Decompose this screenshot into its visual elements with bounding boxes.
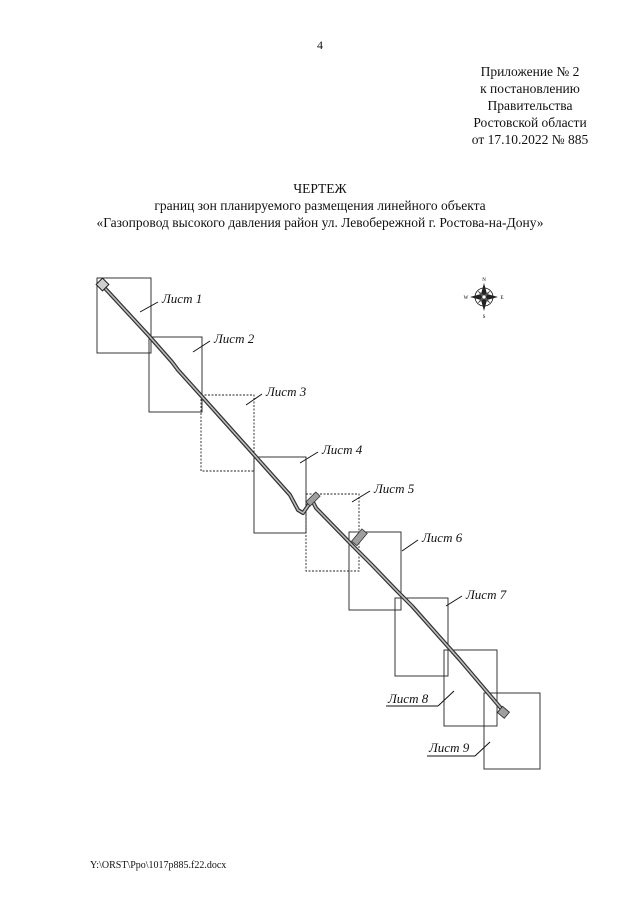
appendix-line: Правительства xyxy=(487,98,573,113)
branch-6 xyxy=(350,528,368,547)
compass-w: W xyxy=(464,296,469,301)
leader-3 xyxy=(245,393,263,406)
title-block: ЧЕРТЕЖ границ зон планируемого размещени… xyxy=(0,180,640,231)
leader-6 xyxy=(401,539,419,552)
sheet-label-2: Лист 2 xyxy=(213,331,255,346)
leader-7 xyxy=(445,595,463,607)
compass-s: S xyxy=(483,315,486,320)
sheet-frame-8 xyxy=(443,649,498,727)
compass-e: E xyxy=(500,296,503,301)
sheet-frame-9 xyxy=(483,692,541,770)
appendix-line: от 17.10.2022 № 885 xyxy=(471,132,589,147)
appendix-line: Приложение № 2 xyxy=(480,64,580,79)
sheet-frames xyxy=(96,277,541,770)
sheet-label-3: Лист 3 xyxy=(265,384,307,399)
title-heading: ЧЕРТЕЖ xyxy=(293,181,347,196)
end-marker xyxy=(496,705,510,719)
leader-8b xyxy=(437,690,455,707)
sheet-label-4: Лист 4 xyxy=(321,442,363,457)
sheet-labels: Лист 1 Лист 2 Лист 3 Лист 4 Лист 5 Лист … xyxy=(161,291,507,755)
compass-rose: N S W E xyxy=(464,278,504,320)
sheet-frame-3 xyxy=(200,394,255,472)
leader-5 xyxy=(351,490,371,503)
sheet-label-5: Лист 5 xyxy=(373,481,415,496)
leader-4 xyxy=(299,451,319,464)
start-marker xyxy=(95,277,110,292)
sheet-frame-2 xyxy=(148,336,203,413)
pipeline-route xyxy=(95,277,510,719)
sheet-label-6: Лист 6 xyxy=(421,530,463,545)
file-path-footer: Y:\ORST\Ppo\1017p885.f22.docx xyxy=(90,860,227,871)
title-line-2: «Газопровод высокого давления район ул. … xyxy=(96,215,544,230)
compass-n: N xyxy=(482,278,486,283)
sheet-label-7: Лист 7 xyxy=(465,587,507,602)
title-line-1: границ зон планируемого размещения линей… xyxy=(154,198,486,213)
sheet-frame-6 xyxy=(348,531,402,611)
appendix-line: Ростовской области xyxy=(473,115,587,130)
page-number: 4 xyxy=(317,38,323,52)
compass-center xyxy=(482,295,486,299)
leader-2 xyxy=(192,340,211,353)
sheet-frame-7 xyxy=(394,597,449,677)
sheet-frame-4 xyxy=(253,456,307,534)
sheet-label-8: Лист 8 xyxy=(387,691,429,706)
branch-5 xyxy=(305,491,321,507)
appendix-block: Приложение № 2 к постановлению Правитель… xyxy=(440,63,620,148)
pipeline-outline xyxy=(100,283,507,715)
leader-9b xyxy=(474,741,491,757)
pipeline-core xyxy=(101,284,506,714)
sheet-frame-1 xyxy=(96,277,152,354)
sheet-label-1: Лист 1 xyxy=(161,291,202,306)
appendix-line: к постановлению xyxy=(480,81,580,96)
sheet-label-9: Лист 9 xyxy=(428,740,470,755)
leader-lines xyxy=(139,301,491,757)
leader-1 xyxy=(139,301,159,313)
